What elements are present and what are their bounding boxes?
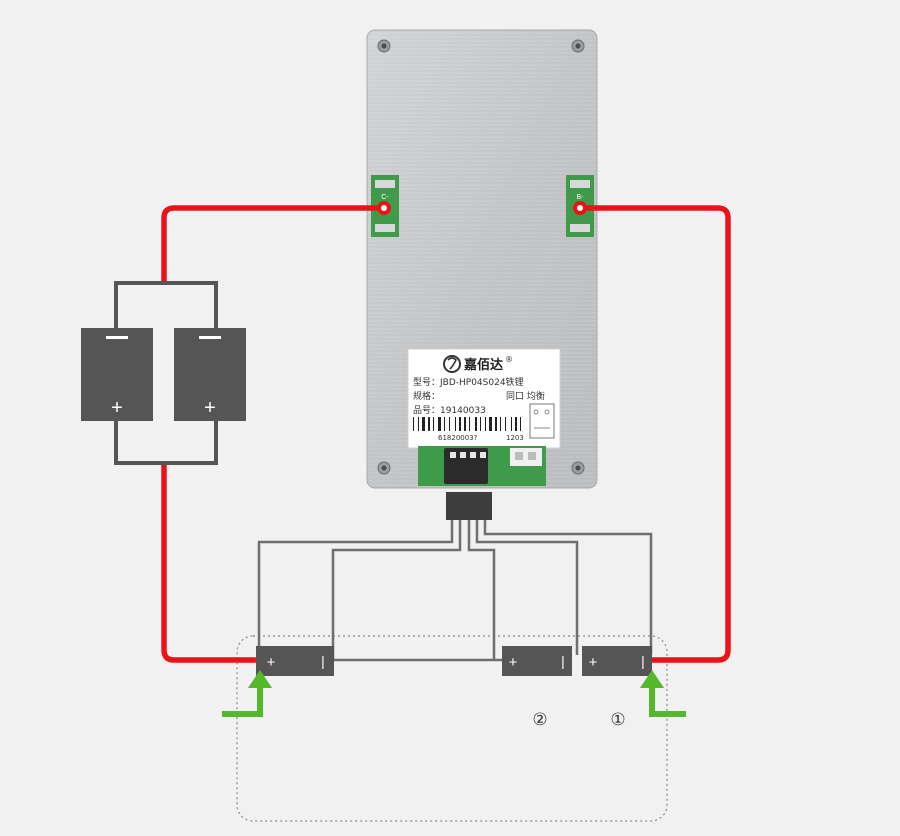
barcode-bar [489,417,492,431]
brand-name: 嘉佰达 [463,357,503,373]
screw-icon [571,461,585,475]
minus-icon [106,336,128,339]
barcode-bar [485,417,486,431]
barcode-bar [511,417,512,431]
barcode-bar [422,417,425,431]
terminal-left-hole [381,205,387,211]
pack-wire [114,420,164,465]
brand-mark: ® [505,355,513,364]
pack-cell: + [81,328,153,421]
terminal-right-hole [577,205,583,211]
spec-value: 同口 均衡 [506,390,545,402]
barcode-bar [438,417,441,431]
string-cell-plus: + [267,654,276,671]
string-cell-minus: | [641,653,645,669]
barcode-bar [464,417,466,431]
barcode-bar [418,417,419,431]
pack-wire [164,420,218,465]
schematic-icon [529,403,555,439]
screw-icon [377,39,391,53]
barcode-bar [455,417,456,431]
arrow-right-icon [640,670,686,717]
string-cell-plus: + [589,654,598,671]
barcode [413,417,521,431]
screw-icon [571,39,585,53]
pack-cell: + [174,328,246,421]
pack-wire [164,281,218,330]
barcode-bar [433,417,434,431]
string-cell-plus: + [509,654,518,671]
brand-logo-icon [443,355,461,373]
parallel-pack: + + [81,281,246,465]
barcode-bar [449,417,450,431]
spec-label: 规格： [413,390,440,402]
minus-icon [199,336,221,339]
pad-right-label: B- [577,194,585,201]
power-wire-load [161,205,387,284]
battery-string-enclosure [236,635,668,822]
screw-icon [377,461,391,475]
model-line: 型号：JBD-HP04S024铁锂 [413,376,524,388]
barcode-bar [515,417,517,431]
balance-connector-area [418,446,546,486]
barcode-bar [475,417,477,431]
barcode-bar [480,417,481,431]
pack-cell-plus: + [111,397,123,419]
pack-wire [114,281,164,330]
string-cell-minus: | [561,653,565,669]
balance-wire [467,520,496,660]
balance-wire [475,520,579,655]
cell-index-2: ② [532,710,547,729]
string-cell-minus: | [321,653,325,669]
pack-cell-plus: + [204,397,216,419]
balance-plug [446,492,492,520]
bms-board: C- B- 嘉佰达 ® 型号：JBD-HP04S024铁锂 规格： 同口 均衡 … [366,29,598,489]
barcode-bar [428,417,430,431]
balance-wire [331,520,462,660]
barcode-bar [469,417,470,431]
barcode-bar [500,417,501,431]
barcode-bar [495,417,497,431]
product-number: 品号：19140033 [413,405,486,416]
balance-wires [257,520,653,660]
barcode-bar [444,417,445,431]
string-cell: + | [502,646,572,676]
product-label: 嘉佰达 ® 型号：JBD-HP04S024铁锂 规格： 同口 均衡 品号：191… [407,348,561,449]
cell-index-1: ① [610,710,625,729]
power-wire-pack-to-string [161,462,258,663]
barcode-bar [520,417,521,431]
barcode-bar [413,417,414,431]
string-cell: + | [256,646,334,676]
power-wires [161,205,731,663]
pad-left-label: C- [381,194,389,201]
barcode-left-number: 61820003? [438,434,478,442]
arrow-left-icon [222,670,272,717]
balance-wire [483,520,653,655]
barcode-bar [459,417,461,431]
string-cell: + | [582,646,652,676]
barcode-right-number: 1203 [506,434,524,442]
balance-wire [257,520,454,655]
barcode-bar [505,417,506,431]
power-wire-bms-to-string [577,205,731,663]
